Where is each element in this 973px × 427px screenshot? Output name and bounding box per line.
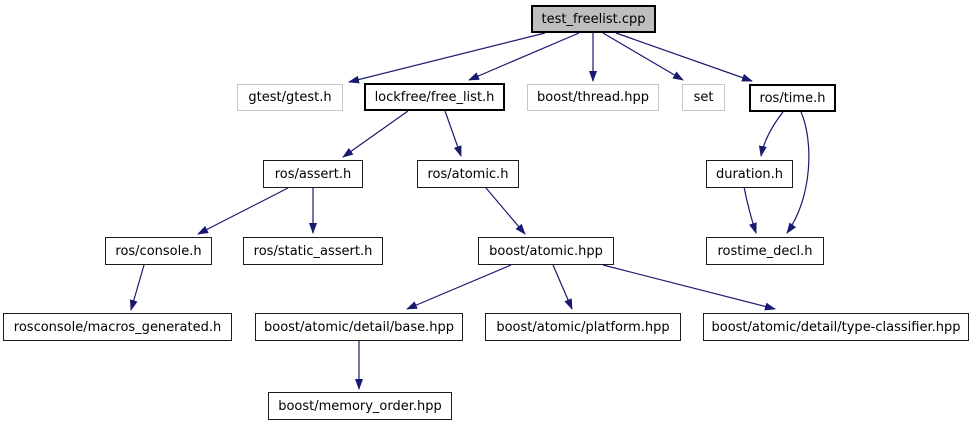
node-boost-atomic-detail-type-classifier-hpp[interactable]: boost/atomic/detail/type-classifier.hpp (703, 313, 969, 341)
node-ros-console-h[interactable]: ros/console.h (105, 237, 212, 265)
edge-rostime-duration (758, 111, 784, 157)
edge-console-macros (129, 264, 145, 311)
edge-testfreelist-set (602, 32, 684, 81)
edge-atomichpp-platform (552, 264, 573, 310)
node-ros-static-assert-h[interactable]: ros/static_assert.h (243, 237, 383, 265)
edge-duration-rostimedecl (743, 186, 757, 234)
node-ros-time-h[interactable]: ros/time.h (749, 84, 836, 112)
edge-freelist-assert (342, 110, 409, 158)
node-boost-atomic-hpp[interactable]: boost/atomic.hpp (478, 237, 614, 265)
edge-testfreelist-freelist (468, 32, 580, 81)
node-gtest-gtest-h: gtest/gtest.h (237, 84, 343, 111)
node-boost-thread-hpp: boost/thread.hpp (527, 84, 659, 111)
node-boost-memory-order-hpp[interactable]: boost/memory_order.hpp (268, 392, 452, 420)
node-boost-atomic-detail-base-hpp[interactable]: boost/atomic/detail/base.hpp (255, 313, 463, 341)
edge-assert-console (197, 187, 289, 235)
node-set: set (682, 84, 725, 111)
edge-atomichpp-base (406, 264, 512, 310)
edge-atomichpp-typeclassifier (602, 264, 776, 311)
edge-freelist-atomic (444, 110, 462, 157)
node-ros-atomic-h[interactable]: ros/atomic.h (417, 160, 519, 188)
node-test-freelist-cpp: test_freelist.cpp (531, 5, 656, 33)
edge-testfreelist-gtest (348, 32, 546, 84)
node-rostime-decl-h[interactable]: rostime_decl.h (706, 237, 824, 265)
node-ros-assert-h[interactable]: ros/assert.h (263, 160, 363, 188)
node-rosconsole-macros-generated-h[interactable]: rosconsole/macros_generated.h (3, 313, 232, 341)
node-lockfree-free-list-h[interactable]: lockfree/free_list.h (364, 83, 505, 111)
edge-testfreelist-rostime (615, 32, 753, 82)
node-boost-atomic-platform-hpp[interactable]: boost/atomic/platform.hpp (485, 313, 681, 341)
node-duration-h[interactable]: duration.h (706, 160, 793, 188)
edge-atomic-atomichpp (485, 187, 526, 235)
